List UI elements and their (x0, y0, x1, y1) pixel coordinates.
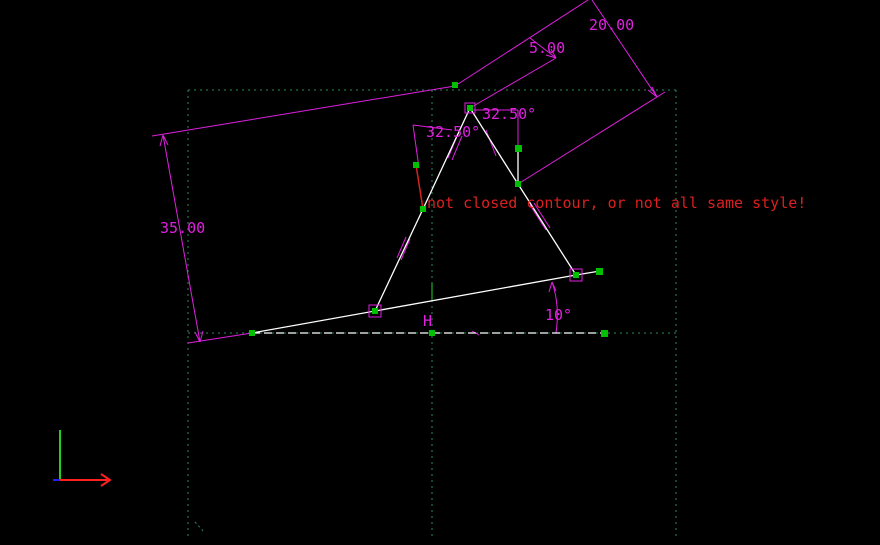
point-apex[interactable] (467, 105, 473, 111)
edge-right-upper[interactable] (469, 107, 519, 185)
constraint-horizontal-label[interactable]: H (423, 312, 432, 330)
dim-label-20[interactable]: 20.00 (589, 16, 634, 34)
dim-label-angle-left[interactable]: 32.50° (426, 123, 480, 141)
open-contour-segment[interactable] (415, 164, 424, 210)
dimension-lines (151, 0, 666, 344)
parallel-mark-3a (485, 129, 497, 157)
dimension-labels: 35.00 20.00 5.00 32.50° 32.50° 10° H (160, 16, 634, 330)
parallel-mark-4a (529, 204, 547, 231)
marker-left-base (368, 304, 382, 318)
point-left-mid[interactable] (420, 206, 426, 212)
sketch-points[interactable] (249, 82, 608, 337)
point-left-stub[interactable] (413, 162, 419, 168)
point-left-base[interactable] (372, 308, 378, 314)
point-apex-top[interactable] (452, 82, 458, 88)
dim-5-arrow (545, 48, 557, 59)
dim-label-angle-10[interactable]: 10° (545, 306, 572, 324)
angle-left-baseline (412, 124, 453, 131)
point-center[interactable] (429, 330, 435, 336)
point-markers (368, 102, 583, 318)
dim-35-extension-top (151, 85, 456, 137)
dim-20-extension-top (454, 0, 589, 87)
point-right-mid[interactable] (515, 181, 521, 187)
dim-35-extension-bottom (187, 332, 253, 344)
dim-label-angle-right[interactable]: 32.50° (482, 105, 536, 123)
parallel-mark-1a (396, 236, 407, 259)
point-baseline-end[interactable] (601, 330, 608, 337)
dim-label-5[interactable]: 5.00 (529, 39, 565, 57)
marker-base-right (569, 268, 583, 282)
marker-apex (464, 102, 476, 114)
angle-10-arrow (548, 281, 557, 293)
dim-5-extension (469, 57, 557, 109)
axis-x-arrow (100, 473, 112, 487)
point-tail-end[interactable] (596, 268, 603, 275)
dim-20-line (591, 0, 658, 98)
contour-warning-message: not closed contour, or not all same styl… (427, 194, 806, 212)
point-right-stub[interactable] (515, 145, 522, 152)
dim-label-35[interactable]: 35.00 (160, 219, 205, 237)
construction-corner-tick (194, 521, 206, 534)
edge-left-upper[interactable] (422, 107, 471, 210)
parallel-mark-1b (400, 238, 411, 261)
dim-5-line (529, 37, 557, 59)
point-base-left[interactable] (249, 330, 255, 336)
dim-35-arrow-top (159, 134, 169, 147)
dim-35-arrow-bottom (194, 330, 204, 343)
angle-left-leader (412, 124, 420, 169)
dim-20-extension-bottom (517, 91, 666, 185)
coordinate-axes-icon (53, 430, 112, 487)
point-base-right[interactable] (573, 272, 579, 278)
parallel-mark-4b (533, 202, 551, 229)
edge-left-lower[interactable] (374, 208, 424, 312)
parallel-mark-2b (451, 135, 463, 161)
dim-20-arrow-bottom (647, 86, 658, 98)
dim-35-line (162, 134, 201, 343)
edge-base[interactable] (251, 274, 577, 334)
edge-right-lower[interactable] (517, 183, 577, 276)
sketch-geometry[interactable] (251, 107, 604, 334)
constraint-marks (396, 129, 551, 336)
